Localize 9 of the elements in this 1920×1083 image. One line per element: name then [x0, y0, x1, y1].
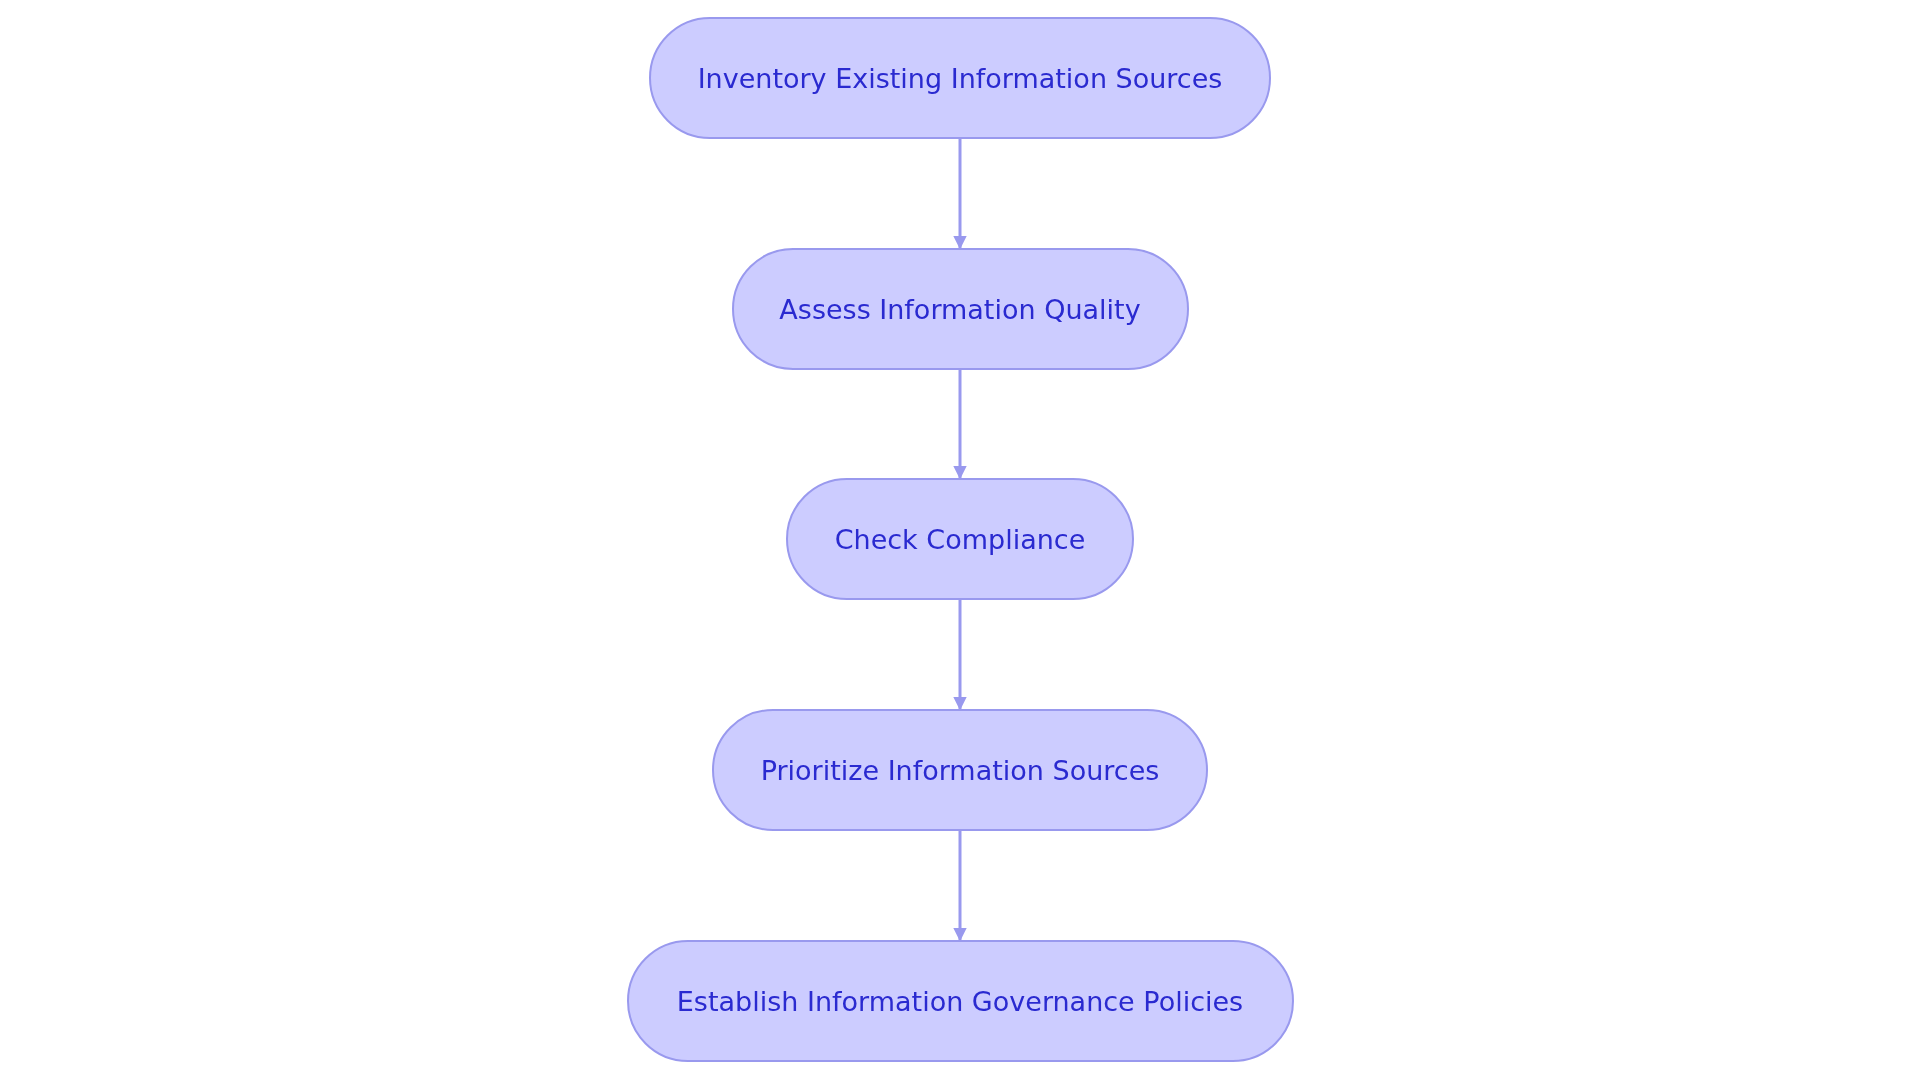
step-label: Inventory Existing Information Sources: [697, 62, 1223, 94]
arrow: [953, 600, 967, 711]
step-label: Prioritize Information Sources: [760, 754, 1160, 786]
arrow: [953, 831, 967, 942]
step-label: Assess Information Quality: [779, 293, 1141, 325]
arrow: [953, 370, 967, 480]
step-label: Establish Information Governance Policies: [676, 985, 1244, 1017]
arrow: [953, 139, 967, 250]
step-label: Check Compliance: [834, 523, 1086, 555]
